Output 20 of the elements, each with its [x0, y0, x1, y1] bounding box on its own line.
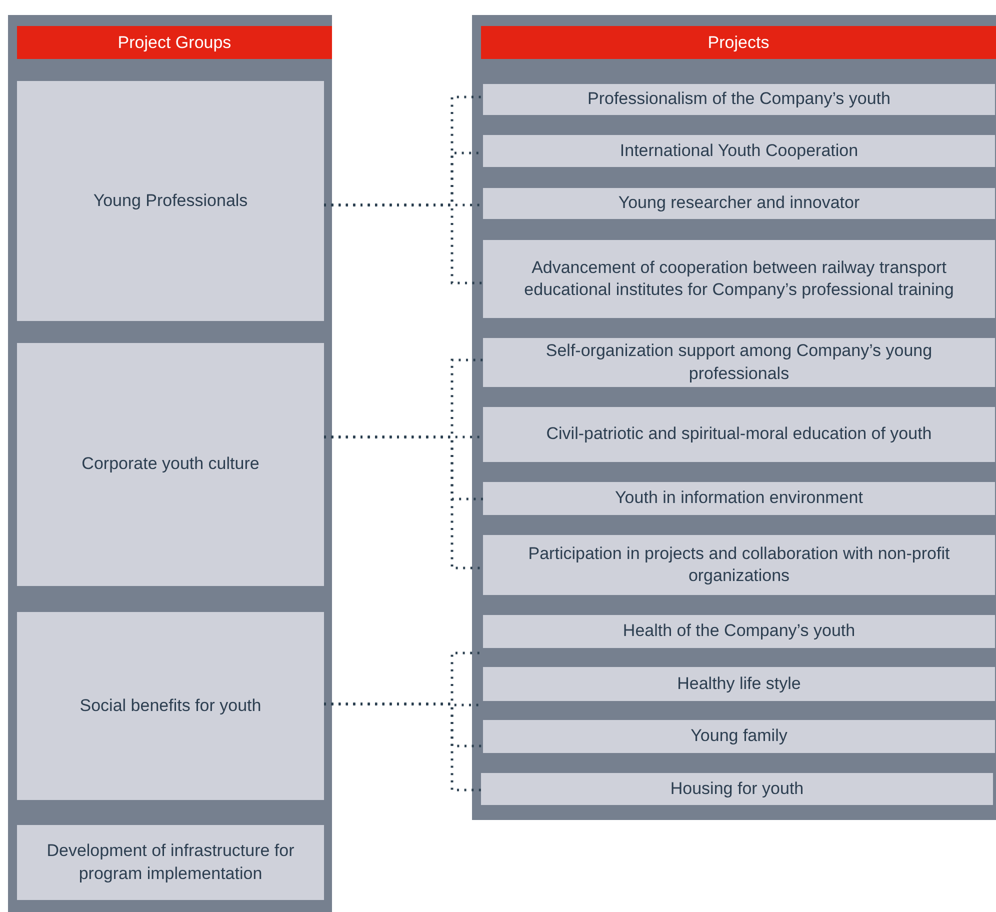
project-box: Healthy life style: [483, 667, 995, 701]
project-box: Young researcher and innovator: [483, 188, 995, 219]
column-header: Project Groups: [17, 26, 332, 59]
project-box: Participation in projects and collaboration with non-profit organizations: [483, 535, 995, 595]
project-box: Advancement of cooperation between railway transport educational institutes for Company’s professional training: [483, 240, 995, 318]
group-box: Corporate youth culture: [17, 343, 324, 586]
group-box: Development of infrastructure for program implementation: [17, 825, 324, 900]
project-box: Professionalism of the Company’s youth: [483, 84, 995, 115]
project-box: Youth in information environment: [483, 482, 995, 515]
project-box: Health of the Company’s youth: [483, 615, 995, 648]
group-box: Young Professionals: [17, 81, 324, 321]
group-box: Social benefits for youth: [17, 612, 324, 800]
project-box: Young family: [483, 720, 995, 753]
project-box: Self-organization support among Company’s young professionals: [483, 338, 995, 387]
project-box: International Youth Cooperation: [483, 135, 995, 167]
project-box: Housing for youth: [481, 773, 993, 805]
column-header: Projects: [481, 26, 996, 59]
project-box: Civil-patriotic and spiritual-moral education of youth: [483, 407, 995, 462]
column-panel: [472, 15, 996, 820]
column-panel: [8, 15, 332, 912]
